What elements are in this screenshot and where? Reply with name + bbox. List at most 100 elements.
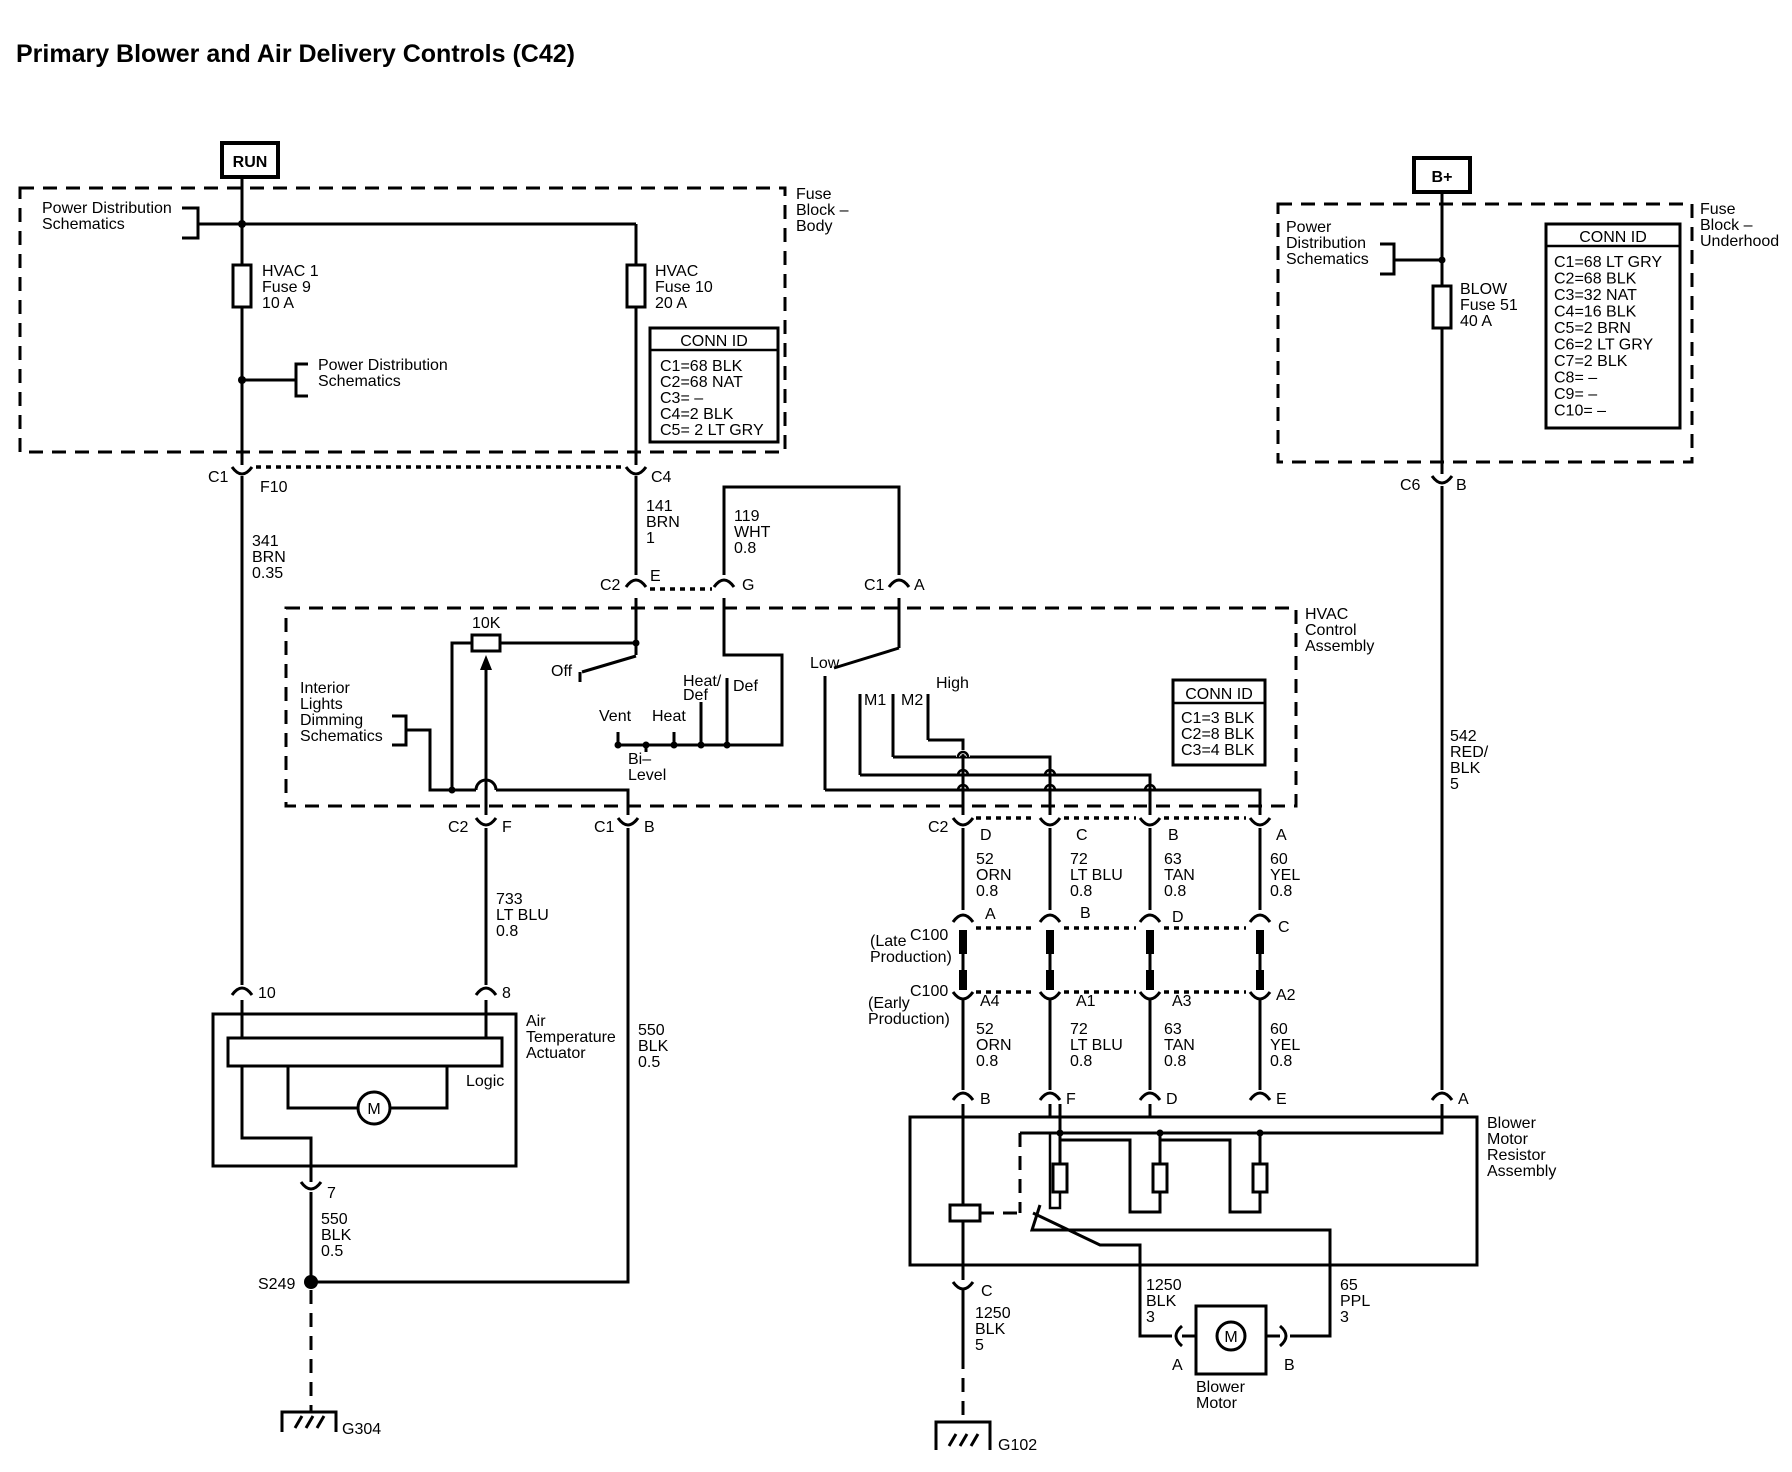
fuse-block-body-outline [18, 186, 787, 454]
svg-text:C6: C6 [1400, 477, 1421, 494]
svg-text:D: D [1172, 909, 1184, 926]
fuse-block-underhood-outline [1276, 202, 1694, 464]
wire-550-left: 550 BLK 0.5 [321, 1211, 356, 1260]
wire-1250-motor: 1250 BLK 3 [1146, 1277, 1186, 1326]
svg-text:A2: A2 [1276, 987, 1296, 1004]
svg-text:A4: A4 [980, 993, 1000, 1010]
svg-text:A3: A3 [1172, 993, 1192, 1010]
blower-speed-wires: 52 ORN 0.8 72 LT BLU 0.8 63 TAN 0.8 60 Y… [868, 828, 1304, 1090]
svg-text:A: A [914, 577, 925, 594]
pd-schematics-underhood: Power Distribution Schematics [1286, 219, 1370, 268]
hvac-outline [284, 606, 1298, 808]
wire-60-top: 60 YEL 0.8 [1270, 851, 1304, 900]
svg-text:M: M [367, 1101, 380, 1118]
relay-coil [948, 1203, 982, 1223]
svg-text:B: B [980, 1091, 991, 1108]
svg-text:C1: C1 [208, 469, 229, 486]
fuse-hvac1: HVAC 1 Fuse 9 10 A [262, 263, 323, 312]
svg-text:F: F [1066, 1091, 1076, 1108]
mode-bilevel: Bi– Level [628, 751, 666, 784]
actuator-label: Air Temperature Actuator [526, 1013, 620, 1062]
fuse-hvac: HVAC Fuse 10 20 A [655, 263, 717, 312]
fuse-block-underhood-label: Fuse Block – Underhood [1700, 201, 1779, 250]
conn-id-underhood-list: C1=68 LT GRY C2=68 BLK C3=32 NAT C4=16 B… [1554, 254, 1666, 420]
pot-10k [470, 633, 502, 653]
svg-text:A: A [1172, 1357, 1183, 1374]
svg-text:Vent: Vent [599, 708, 632, 725]
blower-motor-resistor-assembly: B F D E A Blower Motor Resistor Assembly [908, 1091, 1556, 1330]
early-production: (Early Production) [868, 995, 950, 1028]
svg-text:D: D [980, 827, 992, 844]
svg-text:A: A [1276, 827, 1287, 844]
svg-text:C: C [1278, 919, 1290, 936]
hvac-label: HVAC Control Assembly [1305, 606, 1374, 655]
svg-text:B: B [1168, 827, 1179, 844]
svg-text:C: C [981, 1283, 993, 1300]
fuse-block-underhood: B+ Fuse Block – Underhood Power Distribu… [1276, 156, 1779, 494]
fuse-block-body: RUN Fuse Block – Body Power Distribution… [18, 141, 849, 465]
svg-text:C: C [1076, 827, 1088, 844]
svg-text:B: B [1456, 477, 1467, 494]
svg-text:B: B [644, 819, 655, 836]
wire-65: 65 PPL 3 [1340, 1277, 1374, 1326]
svg-text:D: D [1166, 1091, 1178, 1108]
svg-text:C100: C100 [910, 927, 948, 944]
blower-motor-label: Blower Motor [1196, 1379, 1249, 1412]
svg-text:10: 10 [258, 985, 276, 1002]
wire-72-top: 72 LT BLU 0.8 [1070, 851, 1127, 900]
svg-text:B: B [1284, 1357, 1295, 1374]
conn-id-underhood [1544, 222, 1682, 430]
dimming-schematics: Interior Lights Dimming Schematics [300, 680, 383, 745]
svg-text:A: A [985, 906, 996, 923]
blower-motor: 1250 BLK 3 65 PPL 3 M A B Blower Motor [1138, 1264, 1374, 1412]
splice-s249 [304, 1275, 318, 1289]
svg-text:C4: C4 [651, 469, 672, 486]
svg-text:C2: C2 [928, 819, 949, 836]
svg-text:Heat: Heat [652, 708, 686, 725]
diagram-title: Primary Blower and Air Delivery Controls… [16, 40, 575, 68]
svg-text:10K: 10K [472, 615, 501, 632]
svg-text:F10: F10 [260, 479, 288, 496]
svg-text:C1: C1 [594, 819, 615, 836]
mode-heatdef: Heat/ Def [683, 673, 726, 704]
hvac-bottom-connectors: C2 F C1 B C2 D C B A [448, 816, 1287, 844]
wire-1250-ground: 1250 BLK 5 [975, 1305, 1015, 1354]
svg-text:E: E [650, 568, 661, 585]
wire-72-bottom: 72 LT BLU 0.8 [1070, 1021, 1127, 1070]
svg-text:Off: Off [551, 663, 573, 680]
svg-text:C1: C1 [864, 577, 885, 594]
pd-schematics-top: Power Distribution Schematics [42, 200, 176, 233]
svg-text:High: High [936, 675, 969, 692]
ground-g102: G102 [934, 1420, 1037, 1454]
ground-g304: G304 [280, 1410, 381, 1438]
svg-text:8: 8 [502, 985, 511, 1002]
hvac-control-assembly: HVAC Control Assembly 10K Off Vent Heat [284, 598, 1374, 815]
hvac-top-connectors: C2 E G C1 A [600, 568, 925, 594]
run-label: RUN [233, 154, 268, 171]
wire-341: 341 BRN 0.35 [252, 533, 290, 582]
svg-text:M: M [1224, 1329, 1237, 1346]
resistor-label: Blower Motor Resistor Assembly [1487, 1115, 1556, 1180]
svg-text:Logic: Logic [466, 1073, 504, 1090]
wire-550-right: 550 BLK 0.5 [638, 1022, 673, 1071]
fuse-blow: BLOW Fuse 51 40 A [1460, 281, 1522, 330]
svg-text:Def: Def [733, 678, 758, 695]
wire-52-top: 52 ORN 0.8 [976, 851, 1016, 900]
svg-text:Low: Low [810, 655, 840, 672]
wire-63-bottom: 63 TAN 0.8 [1164, 1021, 1199, 1070]
svg-text:F: F [502, 819, 512, 836]
wire-141: 141 BRN 1 [646, 498, 684, 547]
bplus-label: B+ [1432, 169, 1453, 186]
wire-63-top: 63 TAN 0.8 [1164, 851, 1199, 900]
wire-52-bottom: 52 ORN 0.8 [976, 1021, 1016, 1070]
conn-id-hvac [1171, 678, 1267, 767]
svg-text:G102: G102 [998, 1437, 1037, 1454]
svg-text:G304: G304 [342, 1421, 381, 1438]
svg-text:M1: M1 [864, 692, 886, 709]
conn-id-body-list: C1=68 BLK C2=68 NAT C3= – C4=2 BLK C5= 2… [660, 358, 764, 439]
wire-733: 733 LT BLU 0.8 [496, 891, 553, 940]
svg-text:C2: C2 [448, 819, 469, 836]
wire-542: 542 RED/ BLK 5 [1450, 728, 1493, 793]
svg-text:B: B [1080, 905, 1091, 922]
